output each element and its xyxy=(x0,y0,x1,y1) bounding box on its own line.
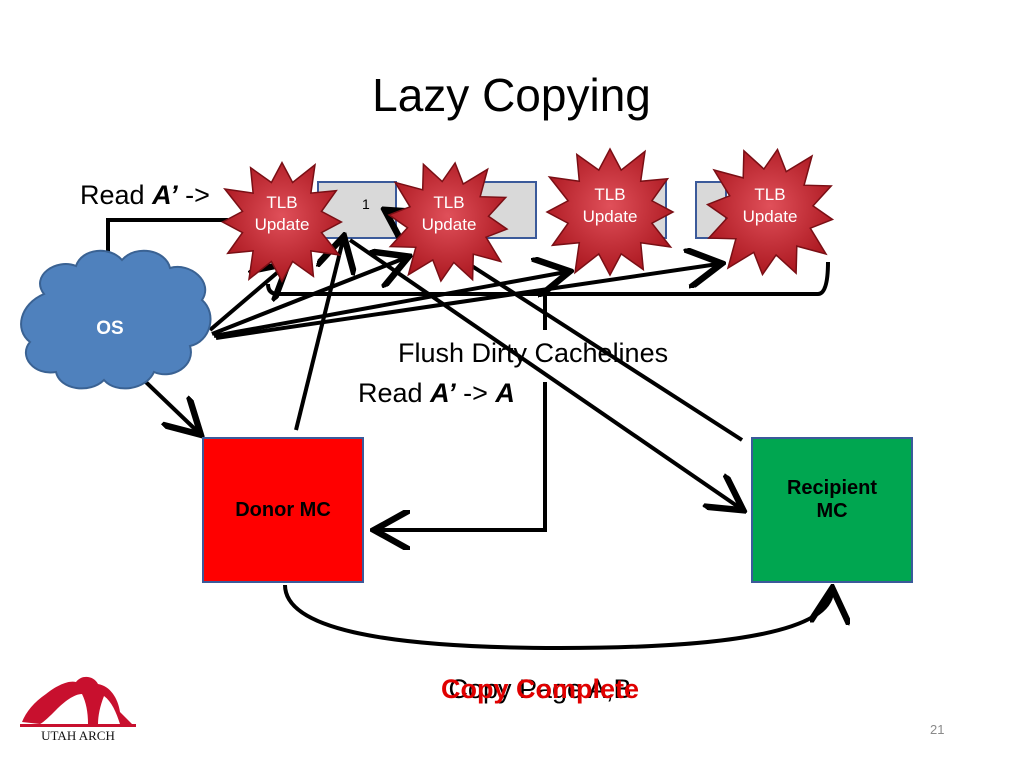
copy-page-curve xyxy=(283,585,832,651)
tlb-update-star-2 xyxy=(387,161,509,283)
utah-arch-logo: UTAH ARCH xyxy=(20,676,136,743)
tlb-update-star-3 xyxy=(545,147,675,277)
flush-label: Flush Dirty Cachelines xyxy=(398,338,669,368)
page-number: 21 xyxy=(930,722,945,737)
read-to-donor-arrow xyxy=(378,382,547,530)
tlb-update-star-1 xyxy=(221,161,343,283)
copy-complete-label: Copy Complete xyxy=(440,674,640,704)
recipient-mc-box: Recipient MC xyxy=(751,437,913,583)
donor-mc-label: Donor MC xyxy=(235,498,331,521)
os-label: OS xyxy=(96,318,124,339)
donor-to-tlb-arrow xyxy=(294,240,343,431)
slide-title: Lazy Copying xyxy=(372,69,651,121)
read-label-mid: Read A’ -> A xyxy=(358,378,515,408)
donor-mc-box: Donor MC xyxy=(202,437,364,583)
tlb-small-digit: 1 xyxy=(362,196,370,212)
tlb-to-recipient-arrow xyxy=(348,238,740,508)
read-label-top: Read A’ -> xyxy=(80,180,210,210)
recipient-mc-label: Recipient MC xyxy=(786,477,878,522)
copy-page-label: Copy Page A,B xyxy=(448,674,632,704)
os-broadcast-arrows xyxy=(208,258,718,340)
logo-text: UTAH ARCH xyxy=(41,728,115,743)
tlb-stars xyxy=(221,147,835,283)
tlb-update-star-4 xyxy=(705,147,835,277)
os-cloud xyxy=(20,249,212,390)
